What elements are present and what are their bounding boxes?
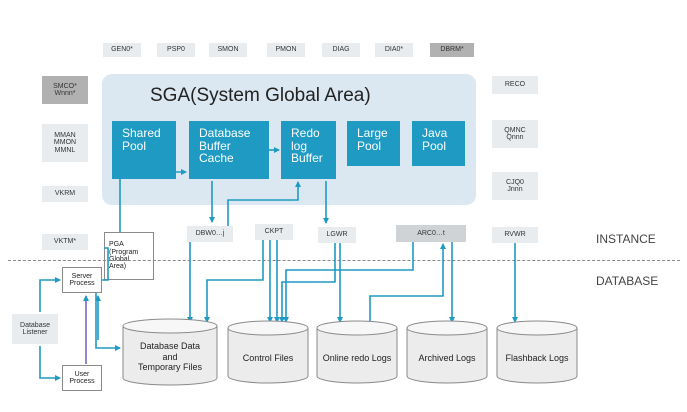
database-listener: Database Listener	[12, 314, 58, 344]
database-label: DATABASE	[596, 274, 659, 288]
process-arc0: ARC0…t	[396, 225, 466, 242]
flashback-logs-label: Flashback Logs	[505, 352, 569, 363]
process-smon: SMON	[209, 43, 247, 57]
database-buffer-cache: Database Buffer Cache	[189, 121, 269, 179]
process-psp0: PSP0	[157, 43, 195, 57]
instance-label: INSTANCE	[596, 232, 656, 246]
large-pool: Large Pool	[347, 121, 400, 166]
sga-title: SGA(System Global Area)	[150, 85, 371, 106]
process-dia0: DIA0*	[375, 43, 413, 57]
redo-log-buffer: Redo log Buffer	[281, 121, 336, 179]
online-redo-logs-cylinder	[316, 320, 398, 384]
process-cjq0-jnnn: CJQ0 Jnnn	[492, 172, 538, 200]
process-qmnc-qnnn: QMNC Qnnn	[492, 120, 538, 148]
archived-logs-cylinder	[406, 320, 488, 384]
process-pmon: PMON	[267, 43, 305, 57]
flashback-logs-cylinder	[496, 320, 578, 384]
instance-database-divider	[8, 260, 680, 261]
process-gen0: GEN0*	[103, 43, 141, 57]
process-vkrm: VKRM	[42, 186, 88, 202]
control-files-label: Control Files	[242, 352, 294, 363]
online-redo-logs-label: Online redo Logs	[322, 352, 392, 363]
process-dbw0: DBW0…j	[187, 226, 233, 242]
shared-pool: Shared Pool	[112, 121, 176, 179]
process-diag: DIAG	[322, 43, 360, 57]
process-vktm: VKTM*	[42, 234, 88, 250]
archived-logs-label: Archived Logs	[418, 352, 476, 363]
process-reco: RECO	[492, 76, 538, 94]
process-rvwr: RVWR	[492, 227, 538, 243]
java-pool: Java Pool	[412, 121, 465, 166]
process-ckpt: CKPT	[255, 224, 293, 240]
process-smco-wnnn: SMCO* Wnnn*	[42, 76, 88, 104]
data-files-label: Database Data and Temporary Files	[137, 341, 202, 373]
control-files-cylinder	[227, 320, 309, 384]
process-mman-mmon-mmnl: MMAN MMON MMNL	[42, 124, 88, 162]
process-dbrm: DBRM*	[430, 43, 474, 57]
server-process: Server Process	[62, 267, 102, 293]
data-files-cylinder	[122, 318, 218, 386]
process-lgwr: LGWR	[318, 227, 356, 243]
pga-box: PGA (Program Global Area)	[104, 232, 154, 280]
user-process: User Process	[62, 365, 102, 391]
